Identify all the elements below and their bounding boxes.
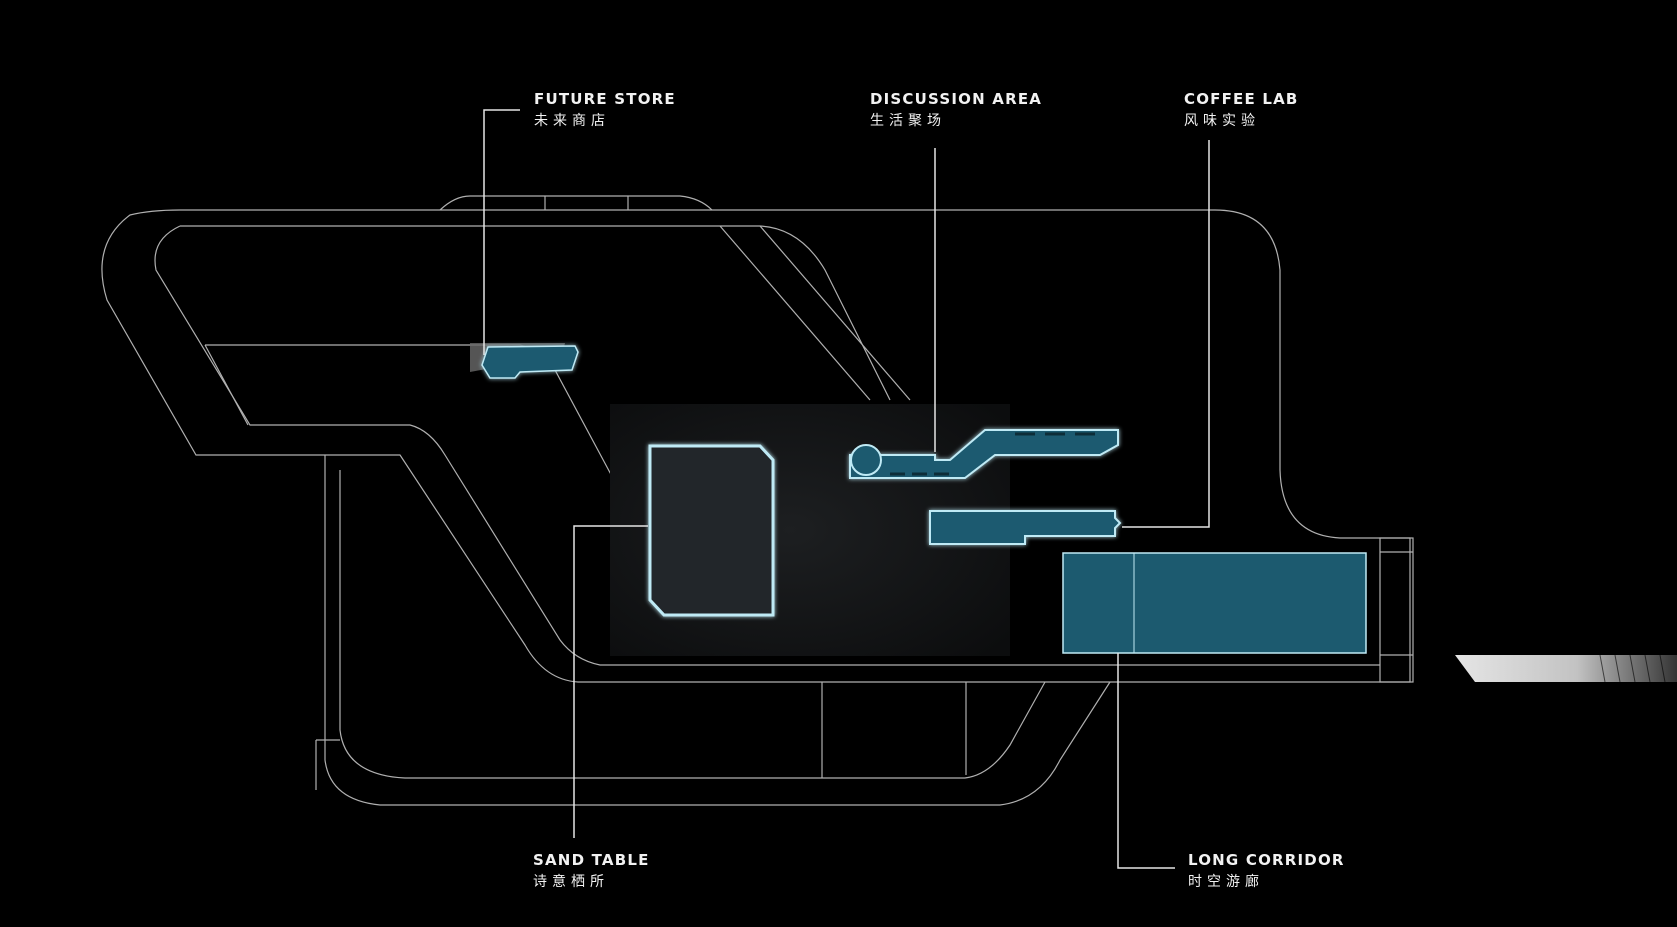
label-future-store: FUTURE STORE 未来商店 (534, 88, 676, 132)
discussion-area-shape (849, 429, 1119, 479)
label-long-corridor: LONG CORRIDOR 时空游廊 (1188, 849, 1345, 893)
upper-diagonal-3 (719, 225, 871, 401)
lower-wing-outline (324, 455, 1111, 806)
right-annex-box (1379, 537, 1414, 683)
lower-wing-inner (339, 470, 1046, 779)
future-store-subtitle: 未来商店 (534, 113, 610, 129)
building-outline (101, 195, 1414, 806)
future-store-shape (470, 343, 579, 379)
discussion-area-subtitle: 生活聚场 (870, 113, 946, 129)
long-corridor-title: LONG CORRIDOR (1188, 851, 1345, 869)
leader-long-corridor (1117, 653, 1175, 869)
sand-table-title: SAND TABLE (533, 851, 650, 869)
sand-table-subtitle: 诗意栖所 (533, 874, 609, 890)
long-corridor-subtitle: 时空游廊 (1188, 874, 1264, 890)
entrance-ramp-stripes (1599, 654, 1666, 683)
sand-table-shape (648, 444, 775, 617)
leader-lines (483, 109, 1210, 869)
label-coffee-lab: COFFEE LAB 风味实验 (1184, 88, 1299, 132)
label-sand-table: SAND TABLE 诗意栖所 (533, 849, 650, 893)
top-bump-outline (439, 195, 713, 211)
coffee-lab-title: COFFEE LAB (1184, 90, 1299, 108)
future-store-title: FUTURE STORE (534, 90, 676, 108)
leader-future-store (483, 109, 520, 355)
label-discussion-area: DISCUSSION AREA 生活聚场 (870, 88, 1042, 132)
inner-shell-outline (154, 225, 1380, 666)
entrance-ramp (1455, 655, 1677, 682)
leader-sand-table (573, 525, 648, 838)
long-corridor-shape (1062, 552, 1367, 654)
upper-diagonal-1 (204, 344, 249, 426)
upper-diagonal-2 (759, 225, 911, 401)
coffee-lab-subtitle: 风味实验 (1184, 113, 1260, 129)
outer-shell-outline (101, 209, 1411, 683)
leader-coffee-lab (1122, 140, 1210, 528)
discussion-area-title: DISCUSSION AREA (870, 90, 1043, 108)
coffee-lab-shape (929, 510, 1122, 545)
